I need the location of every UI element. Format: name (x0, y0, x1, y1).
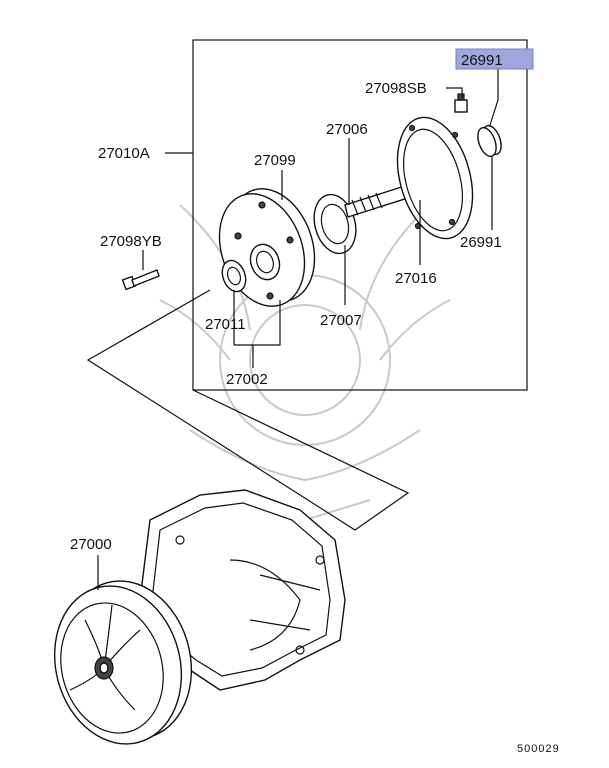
oil-seal (221, 259, 247, 293)
pump-gear-set (313, 193, 357, 255)
torque-converter (53, 580, 193, 745)
callout-27098SB: 27098SB (365, 80, 427, 97)
callout-27000: 27000 (70, 536, 112, 553)
callout-27006: 27006 (326, 121, 368, 138)
pump-cover (396, 116, 474, 240)
figure-number: 500029 (517, 743, 560, 755)
plug-27098SB (454, 93, 468, 113)
callout-26991-side: 26991 (460, 234, 502, 251)
assembly-frame (192, 39, 528, 391)
callout-27098YB: 27098YB (100, 233, 162, 250)
callout-26991-top: 26991 (461, 52, 503, 69)
leader-lines (97, 68, 499, 590)
pump-body (218, 188, 316, 307)
bolt-27098YB (121, 269, 160, 291)
callout-27010A: 27010A (98, 145, 150, 162)
seal-rings (477, 124, 502, 158)
callout-27011: 27011 (205, 316, 246, 333)
perspective-lines (86, 289, 410, 531)
callout-27016: 27016 (395, 270, 437, 287)
callout-27007: 27007 (320, 312, 362, 329)
callout-27002: 27002 (226, 371, 268, 388)
callout-27099: 27099 (254, 152, 296, 169)
highlight-26991 (455, 48, 534, 70)
